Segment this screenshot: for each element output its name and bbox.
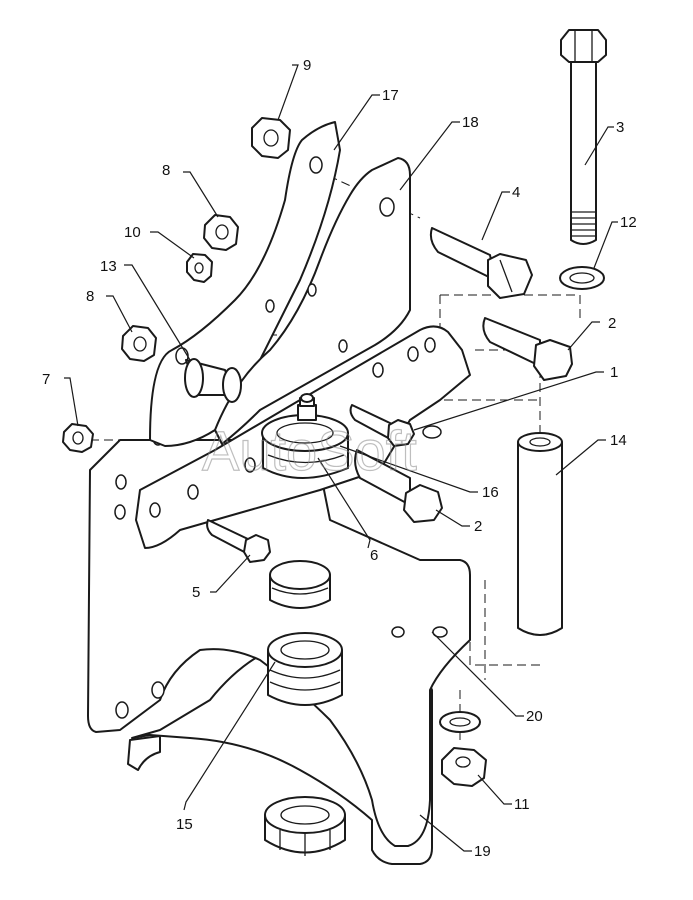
part-14-spacer-tube (517, 432, 563, 636)
part-8-lower-nut (121, 325, 157, 362)
callout-17: 17 (382, 87, 399, 104)
callout-20: 20 (526, 708, 543, 725)
part-12-lock-washer (559, 266, 605, 290)
callout-11: 11 (514, 796, 530, 813)
part-lower-bearing (269, 560, 331, 609)
part-8-upper-nut (203, 214, 239, 251)
callout-10: 10 (124, 224, 141, 241)
part-15-bushing (267, 632, 343, 706)
callout-2-lower: 2 (474, 518, 482, 535)
callout-8-upper: 8 (162, 162, 170, 179)
callout-9: 9 (303, 57, 311, 74)
callout-18: 18 (462, 114, 479, 131)
part-1-grease-fitting (297, 393, 317, 421)
callout-19: 19 (474, 843, 491, 860)
part-7-nut (62, 423, 94, 453)
callout-labels: 9 17 18 3 8 4 10 12 13 8 2 7 1 14 16 2 6… (42, 57, 637, 860)
watermark-text: AutoSoft (202, 419, 417, 482)
part-small-bolt (349, 404, 415, 447)
part-2-upper-bolt (482, 317, 573, 381)
part-11-nut (441, 747, 487, 787)
callout-14: 14 (610, 432, 627, 449)
part-18-front-plate (214, 157, 411, 445)
part-6-bearing-housing (261, 414, 349, 479)
callout-6: 6 (370, 547, 378, 564)
callout-3: 3 (616, 119, 624, 136)
part-2-lower-bolt (354, 449, 443, 523)
callout-7: 7 (42, 371, 50, 388)
callout-16: 16 (482, 484, 499, 501)
callout-1: 1 (610, 364, 618, 381)
callout-13: 13 (100, 258, 117, 275)
callout-12: 12 (620, 214, 637, 231)
part-4-bolt (429, 227, 533, 299)
callout-2-upper: 2 (608, 315, 616, 332)
callout-15: 15 (176, 816, 193, 833)
leader-lines (64, 64, 618, 852)
part-13-pin (184, 358, 242, 403)
part-11-washer (439, 711, 481, 733)
part-castle-nut (264, 796, 346, 856)
callout-8-lower: 8 (86, 288, 94, 305)
part-5-bolt (206, 519, 271, 563)
callout-4: 4 (512, 184, 520, 201)
part-9-nut (251, 117, 291, 159)
part-10-nut (186, 253, 213, 283)
callout-5: 5 (192, 584, 200, 601)
part-3-long-bolt (560, 29, 607, 245)
